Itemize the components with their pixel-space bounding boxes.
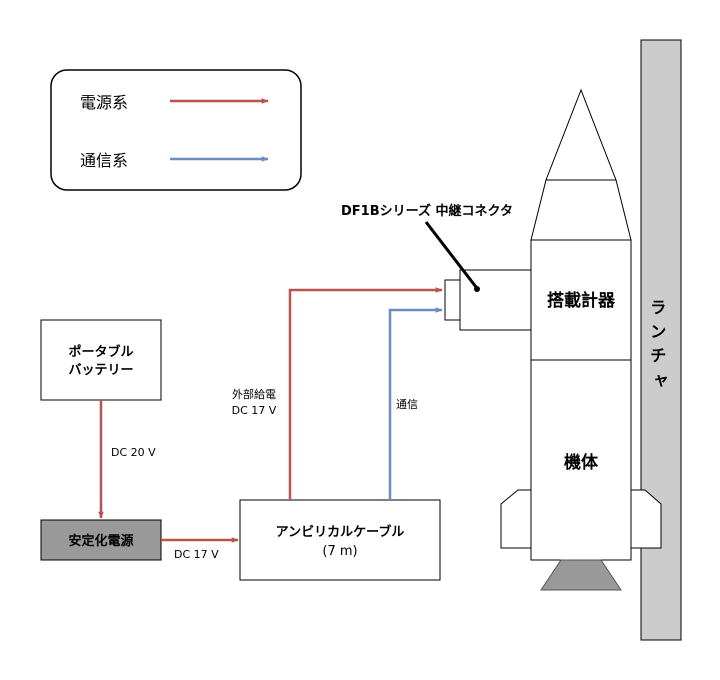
body-section: [530, 359, 632, 561]
launcher-char-2: ン: [650, 322, 666, 341]
legend-comm-label: 通信系: [80, 151, 128, 170]
connector-plug: [444, 279, 461, 321]
cable-label-line2: (7 m): [322, 544, 357, 559]
battery-label-line2: バッテリー: [68, 363, 133, 378]
battery-node: ポータブル バッテリー: [40, 319, 162, 401]
edge-label-dc20: DC 20 V: [111, 446, 156, 459]
launcher-char-1: ラ: [650, 298, 666, 317]
nose-cone-base: [530, 179, 632, 241]
battery-box: [40, 319, 162, 401]
legend-power-label: 電源系: [80, 93, 128, 112]
edge-label-dc17: DC 17 V: [174, 548, 219, 561]
edge-label-external-power-2: DC 17 V: [232, 404, 277, 417]
launcher-char-4: ャ: [653, 370, 669, 389]
right-fin: [630, 489, 662, 549]
connector-callout-line: [424, 221, 478, 288]
regulator-label: 安定化電源: [68, 533, 133, 549]
legend-box: [50, 69, 302, 191]
rocket: 搭載計器 機体: [500, 88, 662, 591]
nozzle: [540, 559, 622, 591]
launcher: ラ ン チ ャ: [640, 39, 682, 641]
battery-label-line1: ポータブル: [68, 344, 133, 360]
edge-label-external-power-1: 外部給電: [232, 387, 276, 401]
edge-label-communication: 通信: [396, 398, 418, 411]
legend: 電源系 通信系: [50, 69, 302, 191]
edge-communication: [388, 307, 443, 500]
regulator-node: 安定化電源: [40, 519, 162, 561]
left-fin: [500, 489, 532, 549]
connector-callout-dot: [474, 286, 480, 292]
nose-cone-tip: [545, 88, 617, 181]
regulator-box: [40, 519, 162, 561]
instrument-label: 搭載計器: [547, 290, 616, 311]
instrument-section: [530, 239, 632, 361]
launcher-label: ラ ン チ ャ: [650, 298, 672, 389]
cable-label-line1: アンビリカルケーブル: [276, 524, 405, 540]
launcher-char-3: チ: [650, 346, 666, 365]
connector-label: DF1Bシリーズ 中継コネクタ: [341, 203, 513, 219]
cable-node: アンビリカルケーブル (7 m): [239, 499, 441, 581]
body-label: 機体: [564, 452, 599, 473]
edge-external-power: [288, 287, 443, 500]
relay-connector: DF1Bシリーズ 中継コネクタ: [341, 203, 532, 331]
cable-box: [239, 499, 441, 581]
